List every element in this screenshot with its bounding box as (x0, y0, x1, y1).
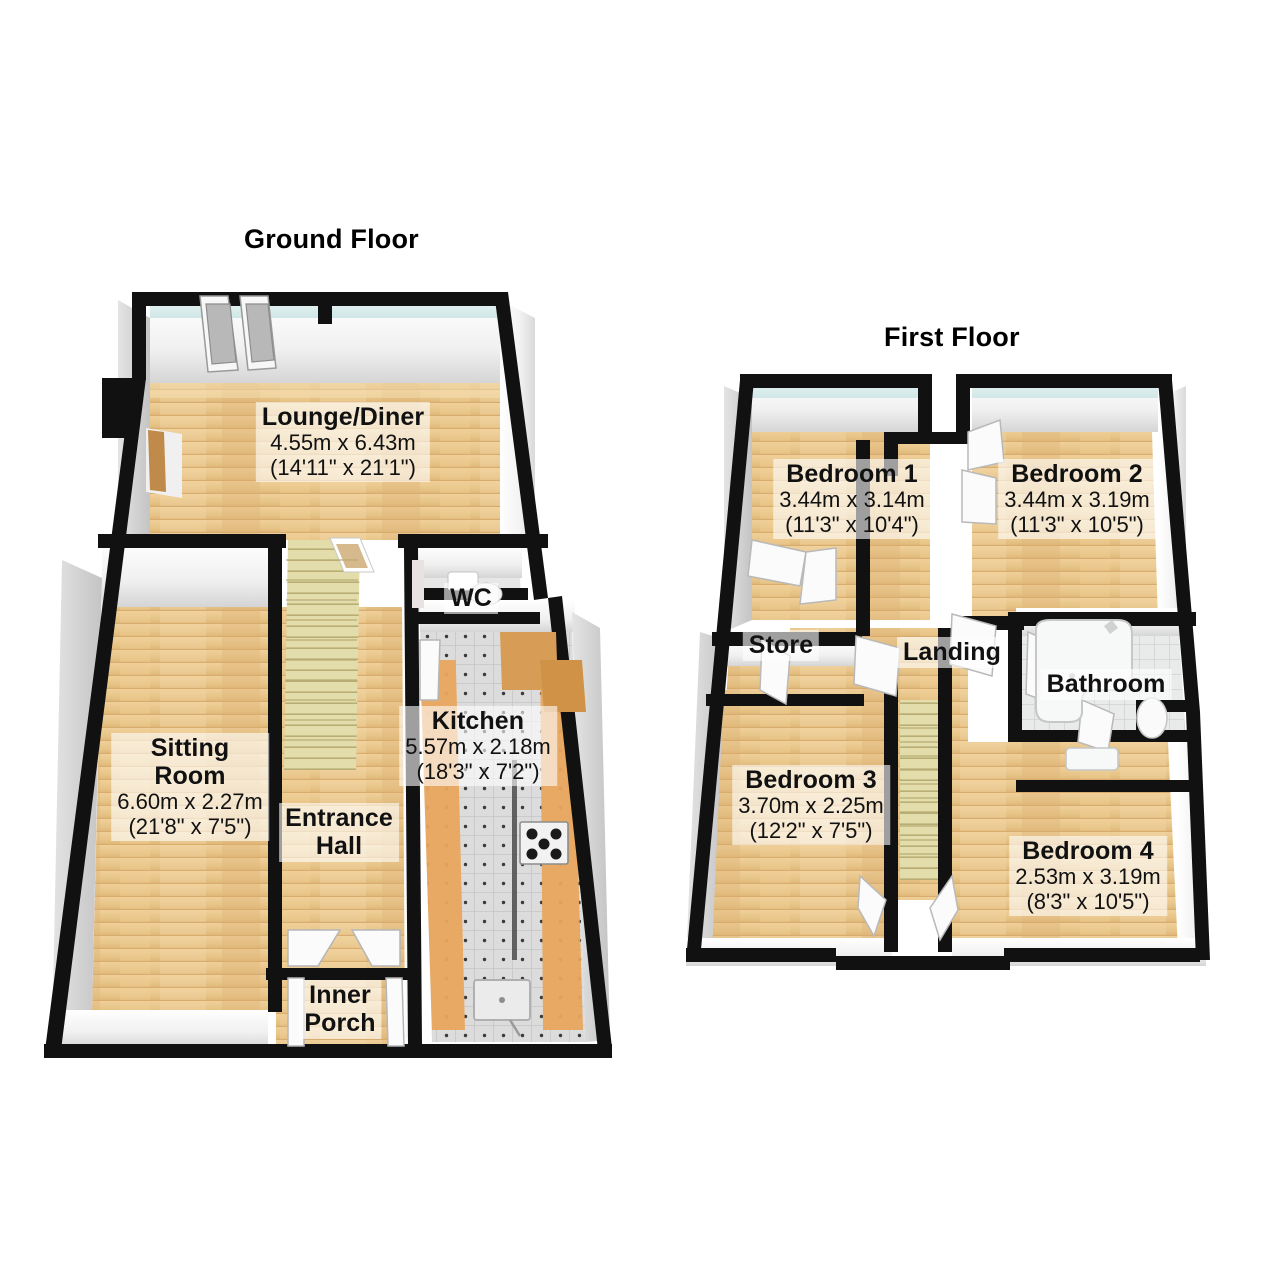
wall-bed2-right (1158, 386, 1186, 620)
room-name-inner-porch: Inner Porch (304, 981, 376, 1037)
room-imperial-lounge-diner: (14'11" x 21'1") (270, 454, 416, 480)
room-label-bedroom-4: Bedroom 4 2.53m x 3.19m (8'3" x 10'5") (1009, 836, 1167, 917)
room-landing (786, 628, 968, 900)
lounge-furniture (146, 428, 182, 498)
glazing-lounge-back (150, 300, 500, 318)
wall-hall-left (268, 540, 282, 1010)
room-metric-lounge-diner: 4.55m x 6.43m (270, 430, 416, 455)
wall-lounge-left (118, 300, 150, 560)
room-metric-bedroom-1: 3.44m x 3.14m (779, 487, 925, 512)
room-name-bedroom-1: Bedroom 1 (786, 460, 918, 488)
french-doors-lounge (199, 295, 277, 373)
wall-kitchen-right (572, 612, 610, 1042)
wall-sitting-front (52, 1010, 268, 1048)
room-name-kitchen: Kitchen (431, 707, 525, 735)
wall-bed4-front (952, 938, 1206, 966)
wall-wc-back (412, 545, 522, 578)
room-label-lounge-diner: Lounge/Diner 4.55m x 6.43m (14'11" x 21'… (255, 402, 431, 483)
room-imperial-bedroom-1: (11'3" x 10'4") (785, 511, 919, 537)
wall-sitting-back (102, 540, 268, 607)
room-name-bedroom-3: Bedroom 3 (745, 766, 877, 794)
wall-bed3-front (686, 938, 892, 966)
room-label-bedroom-2: Bedroom 2 3.44m x 3.19m (11'3" x 10'5") (998, 459, 1156, 540)
wall-hall-right (402, 540, 420, 1040)
room-name-bedroom-2: Bedroom 2 (1011, 460, 1143, 488)
wall-lounge-back (150, 300, 500, 383)
room-label-wc: WC (444, 583, 498, 614)
room-metric-bedroom-4: 2.53m x 3.19m (1015, 864, 1161, 889)
room-metric-kitchen: 5.57m x 2.18m (405, 734, 551, 759)
room-kitchen (420, 628, 585, 1042)
wall-bed3-left (686, 632, 726, 962)
room-label-bedroom-1: Bedroom 1 3.44m x 3.14m (11'3" x 10'4") (773, 459, 931, 540)
room-label-bathroom: Bathroom (1040, 669, 1172, 700)
wall-lounge-right (500, 300, 535, 540)
room-name-bedroom-4: Bedroom 4 (1022, 837, 1154, 865)
room-label-inner-porch: Inner Porch (298, 980, 382, 1039)
room-name-sitting-room: Sitting Room (150, 734, 230, 790)
room-name-store: Store (748, 631, 814, 659)
room-imperial-bedroom-4: (8'3" x 10'5") (1026, 888, 1150, 914)
room-label-entrance-hall: Entrance Hall (279, 803, 399, 862)
room-imperial-sitting-room: (21'8" x 7'5") (128, 813, 252, 839)
room-name-bathroom: Bathroom (1046, 670, 1166, 698)
wall-bed1-left (724, 386, 752, 632)
room-name-landing: Landing (903, 638, 1001, 666)
room-metric-sitting-room: 6.60m x 2.27m (117, 789, 263, 814)
first-floor-title: First Floor (884, 322, 1020, 352)
room-imperial-bedroom-2: (11'3" x 10'5") (1010, 511, 1144, 537)
wall-sitting-left (52, 560, 102, 1040)
room-label-landing: Landing (897, 637, 1007, 668)
room-label-sitting-room: Sitting Room 6.60m x 2.27m (21'8" x 7'5"… (111, 733, 269, 842)
wall-bathroom-back (1016, 608, 1186, 636)
room-label-bedroom-3: Bedroom 3 3.70m x 2.25m (12'2" x 7'5") (732, 765, 890, 846)
wall-bed1-back (752, 378, 930, 432)
room-name-lounge-diner: Lounge/Diner (261, 403, 425, 431)
room-metric-bedroom-3: 3.70m x 2.25m (738, 793, 884, 818)
room-name-wc: WC (450, 584, 492, 612)
room-name-entrance-hall: Entrance Hall (285, 804, 393, 860)
kitchen-fittings (473, 632, 586, 1037)
room-label-kitchen: Kitchen 5.57m x 2.18m (18'3" x 7'2") (399, 706, 557, 787)
kitchen-door (419, 639, 441, 701)
room-imperial-bedroom-3: (12'2" x 7'5") (749, 817, 873, 843)
room-metric-bedroom-2: 3.44m x 3.19m (1004, 487, 1150, 512)
wall-bed2-back (972, 378, 1158, 432)
room-label-store: Store (742, 630, 820, 661)
ground-floor-title: Ground Floor (244, 224, 419, 254)
wall-bed4-right (1178, 736, 1206, 950)
room-imperial-kitchen: (18'3" x 7'2") (416, 758, 540, 784)
room-entrance-hall (268, 607, 405, 975)
staircase-first (900, 700, 938, 880)
staircase-ground (284, 537, 375, 770)
